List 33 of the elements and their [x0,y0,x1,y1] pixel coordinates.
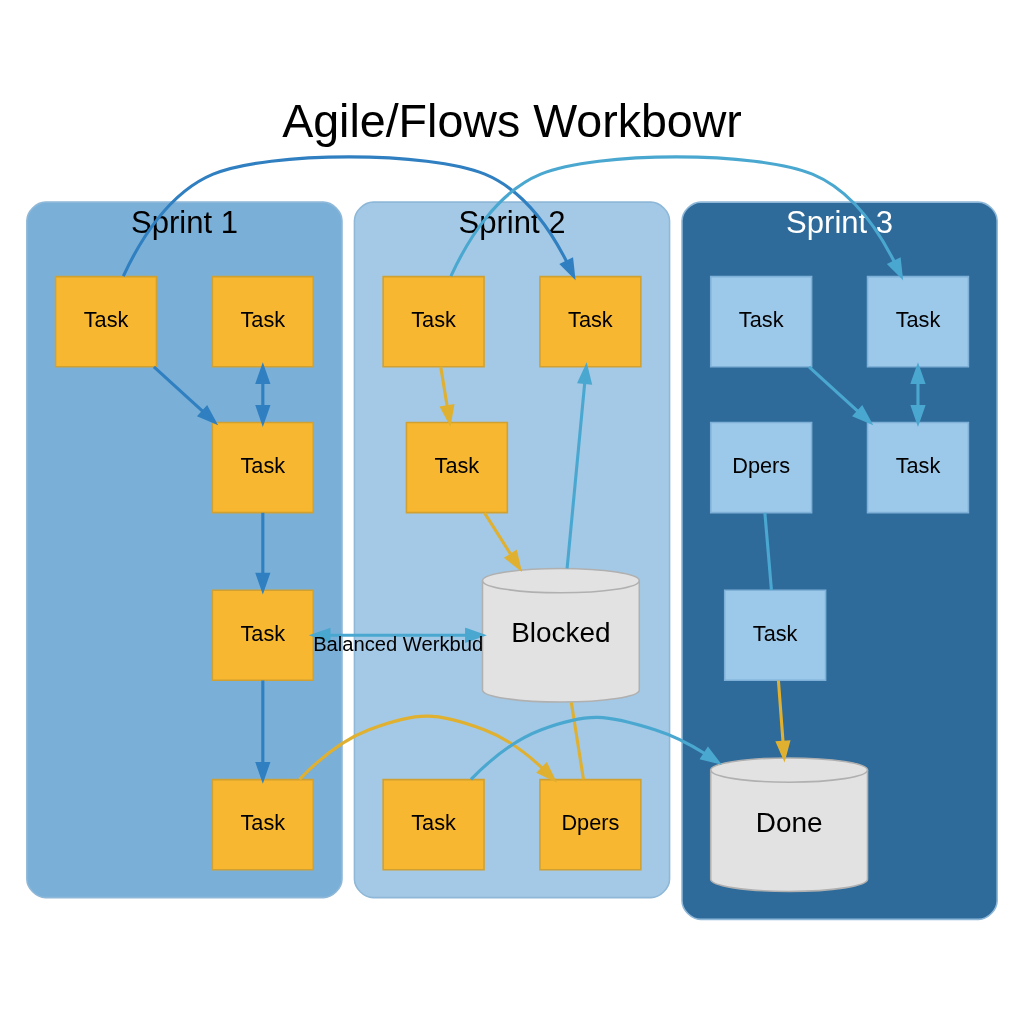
arrow [255,361,271,427]
node-box: Task [723,588,827,681]
connector [763,512,773,590]
node-box: Task [382,778,485,870]
arrow [255,512,271,595]
node-box: Task [54,275,158,367]
node-box: Task [382,275,485,367]
node-box: Dpers [709,421,813,513]
node-box: Task [866,421,970,513]
arrow [469,715,722,780]
arrow [449,154,904,280]
arrow [483,511,522,572]
arrow [565,361,593,569]
node-box: Task [405,421,509,513]
arrow [152,365,219,425]
arrow [775,679,791,762]
arrow [808,365,874,425]
diagram-title: Agile/Flows Workbowr [282,94,742,147]
arrow [308,627,487,643]
arrow [121,154,576,280]
node-box: Task [709,275,813,367]
node-box: Task [211,275,315,367]
arrow [910,361,926,427]
arrow [439,366,455,427]
node-box: Task [539,275,642,367]
node-box: Task [211,778,315,870]
node-box: Task [211,421,315,513]
node-box: Task [866,275,970,367]
arrow [255,680,271,784]
node-box: Task [211,588,315,681]
connector [569,701,586,780]
arrow [298,714,557,783]
node-box: Dpers [539,778,642,870]
